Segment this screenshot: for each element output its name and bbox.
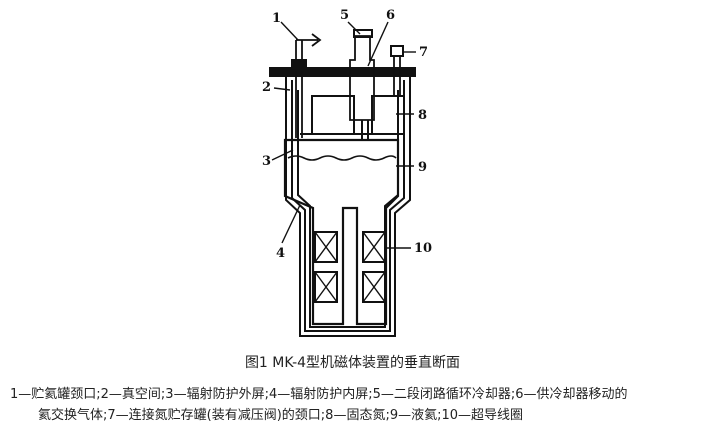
label-3: 3 [262, 154, 271, 169]
label-8: 8 [418, 108, 427, 123]
solid-nitrogen-right [371, 95, 405, 135]
coil-right-upper [362, 231, 386, 263]
label-9: 9 [418, 160, 427, 175]
figure-caption: 图1 MK-4型机磁体装置的垂直断面 [244, 355, 461, 371]
cooler-head [349, 35, 375, 121]
label-6: 6 [386, 8, 395, 23]
outer-shell [285, 76, 411, 337]
liquid-helium-surface [287, 155, 397, 161]
label-10: 10 [414, 241, 432, 256]
leader-2 [273, 87, 291, 91]
top-flange [269, 67, 416, 77]
coil-right-lower-cross [362, 271, 386, 303]
leader-6 [367, 21, 389, 67]
label-5: 5 [340, 8, 349, 23]
figure-legend: 1—贮氦罐颈口;2—真空间;3—辐射防护外屏;4—辐射防护内屏;5—二段闭路循环… [10, 384, 700, 426]
leader-4 [281, 204, 301, 244]
coil-left-lower [314, 271, 338, 303]
helium-vessel [283, 138, 400, 326]
nitrogen-neck [393, 56, 401, 96]
coil-right-lower [362, 271, 386, 303]
leader-5 [347, 21, 361, 35]
legend-line-1: 1—贮氦罐颈口;2—真空间;3—辐射防护外屏;4—辐射防护内屏;5—二段闭路循环… [10, 387, 628, 402]
label-2: 2 [262, 80, 271, 95]
leader-1 [280, 21, 299, 41]
helium-neck [295, 33, 322, 138]
label-1: 1 [272, 11, 281, 26]
coil-right-upper-cross [362, 231, 386, 263]
label-4: 4 [276, 246, 285, 261]
coil-left-upper-cross [314, 231, 338, 263]
helium-neck-collar [291, 59, 307, 71]
coil-left-lower-cross [314, 271, 338, 303]
label-7: 7 [419, 45, 428, 60]
coil-left-upper [314, 231, 338, 263]
nitrogen-valve [390, 45, 404, 57]
cooler-cap [353, 29, 373, 38]
legend-line-2: 氦交换气体;7—连接氮贮存罐(装有减压阀)的颈口;8—固态氮;9—液氦;10—超… [38, 408, 524, 423]
solid-nitrogen-left [311, 95, 355, 135]
leader-3 [271, 149, 294, 161]
